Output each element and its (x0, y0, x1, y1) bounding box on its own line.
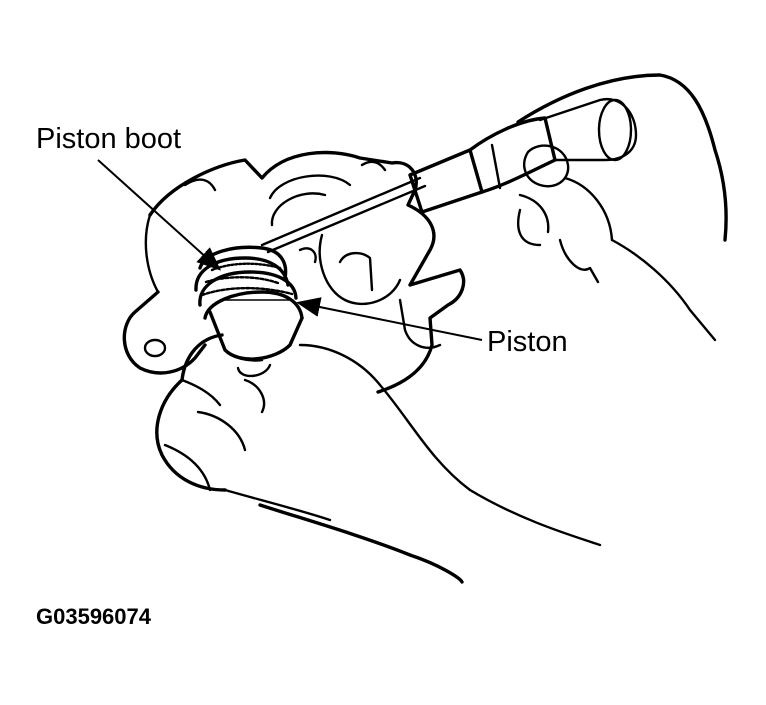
piston-label: Piston (487, 326, 568, 358)
left-hand (155, 333, 602, 584)
right-hand (516, 73, 728, 342)
screwdriver (260, 97, 638, 254)
piston-boot-label: Piston boot (36, 123, 182, 155)
figure-id: G03596074 (36, 604, 151, 629)
piston-assembly (194, 245, 304, 378)
piston-leader (296, 297, 483, 341)
piston-boot-leader (97, 159, 221, 271)
